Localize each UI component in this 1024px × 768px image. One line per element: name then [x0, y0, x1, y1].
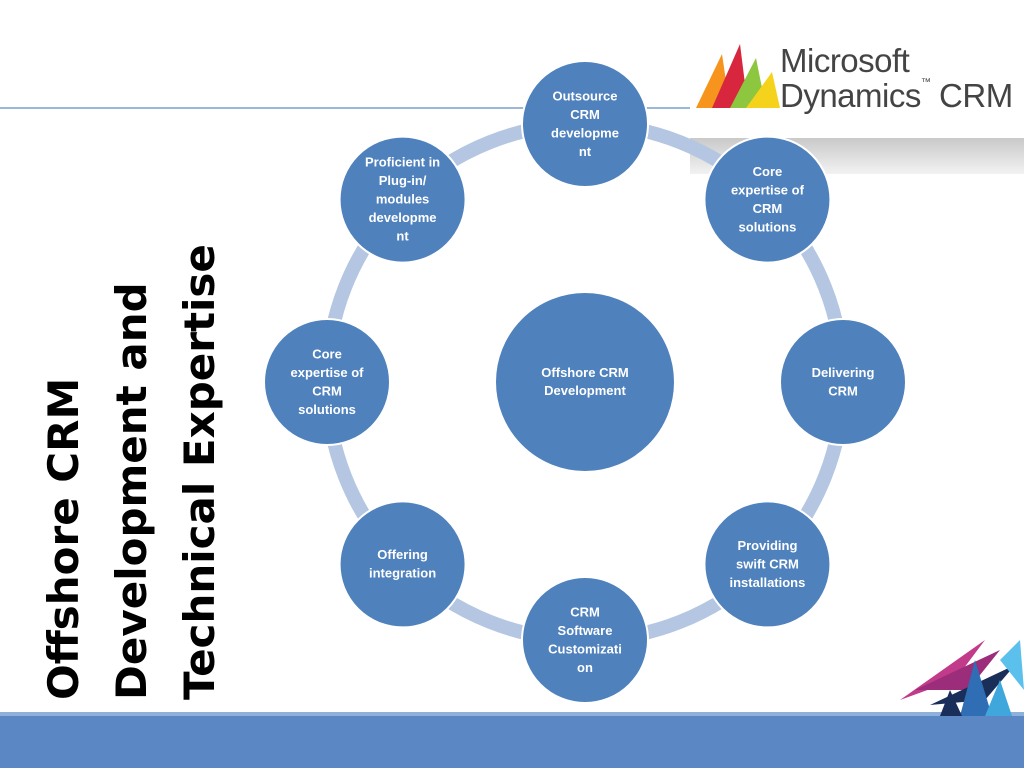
cycle-node-4-label-line-1: Providing — [737, 538, 797, 553]
cycle-node-2-circle — [703, 135, 832, 264]
cycle-node-2-label-line-1: Core — [753, 164, 783, 179]
cycle-node-5-label-line-2: Software — [558, 623, 613, 638]
cycle-node-7: Core expertise of CRM solutions — [263, 318, 391, 446]
cycle-node-1-label-line-2: CRM — [570, 107, 600, 122]
cycle-node-2-label-line-3: CRM — [753, 201, 783, 216]
cycle-node-2: Core expertise of CRM solutions — [703, 135, 832, 264]
center-node-label-line-2: Development — [544, 383, 626, 398]
cycle-node-7-circle — [263, 318, 391, 446]
cycle-node-7-label-line-2: expertise of — [291, 365, 365, 380]
cycle-node-7-label-line-3: CRM — [312, 383, 342, 398]
cycle-node-5-circle — [521, 576, 649, 704]
corner-decoration-icon — [900, 640, 1024, 716]
cycle-node-8-label-line-1: Proficient in — [365, 155, 440, 170]
center-node-label-line-1: Offshore CRM — [541, 365, 628, 380]
microsoft-dynamics-crm-logo — [690, 26, 1024, 138]
cycle-node-6-circle — [338, 500, 467, 629]
header-rule — [0, 107, 1024, 109]
cycle-node-8-label-line-4: developme — [369, 210, 437, 225]
cycle-node-1-circle — [521, 60, 649, 188]
cycle-node-6-label-line-1: Offering — [377, 547, 428, 562]
cycle-node-4-label-line-2: swift CRM — [736, 556, 799, 571]
cycle-node-5-label-line-1: CRM — [570, 604, 600, 619]
cycle-node-8: Proficient in Plug-in/modules developme nt — [338, 135, 467, 264]
cycle-node-4-circle — [703, 500, 832, 629]
footer-band-edge — [0, 712, 1024, 716]
cycle-node-6-label-line-2: integration — [369, 566, 436, 581]
cycle-node-6: Offering integration — [338, 500, 467, 629]
cycle-node-8-circle — [338, 135, 467, 264]
cycle-node-4: Providing swift CRM installations — [703, 500, 832, 629]
cycle-node-7-label-line-4: solutions — [298, 402, 356, 417]
cycle-node-7-label-line-1: Core — [312, 346, 342, 361]
logo-text-microsoft: Microsoft — [780, 42, 910, 79]
cycle-node-3-label-line-2: CRM — [828, 383, 858, 398]
cycle-node-1-label-line-1: Outsource — [552, 88, 617, 103]
cycle-node-5-label-line-4: on — [577, 660, 593, 675]
footer-band — [0, 716, 1024, 768]
cycle-node-8-label-line-2: Plug-in/ — [379, 173, 427, 188]
cycle-node-1-label-line-4: nt — [579, 144, 592, 159]
cycle-node-8-label-line-3: modules — [376, 192, 429, 207]
cycle-node-3-circle — [779, 318, 907, 446]
cycle-node-2-label-line-4: solutions — [739, 219, 797, 234]
cycle-node-4-label-line-3: installations — [730, 575, 806, 590]
cycle-node-2-label-line-2: expertise of — [731, 182, 805, 197]
center-node-circle — [494, 291, 676, 473]
cycle-node-5-label-line-3: Customizati — [548, 641, 622, 656]
logo-text-dynamics-crm: Dynamics™ CRM — [780, 77, 1013, 114]
cycle-node-3-label-line-1: Delivering — [812, 365, 875, 380]
cycle-node-8-label-line-5: nt — [396, 229, 409, 244]
dynamics-logo-mark-icon — [696, 44, 780, 108]
center-node: Offshore CRM Development — [494, 291, 676, 473]
cycle-node-1-label-line-3: developme — [551, 125, 619, 140]
